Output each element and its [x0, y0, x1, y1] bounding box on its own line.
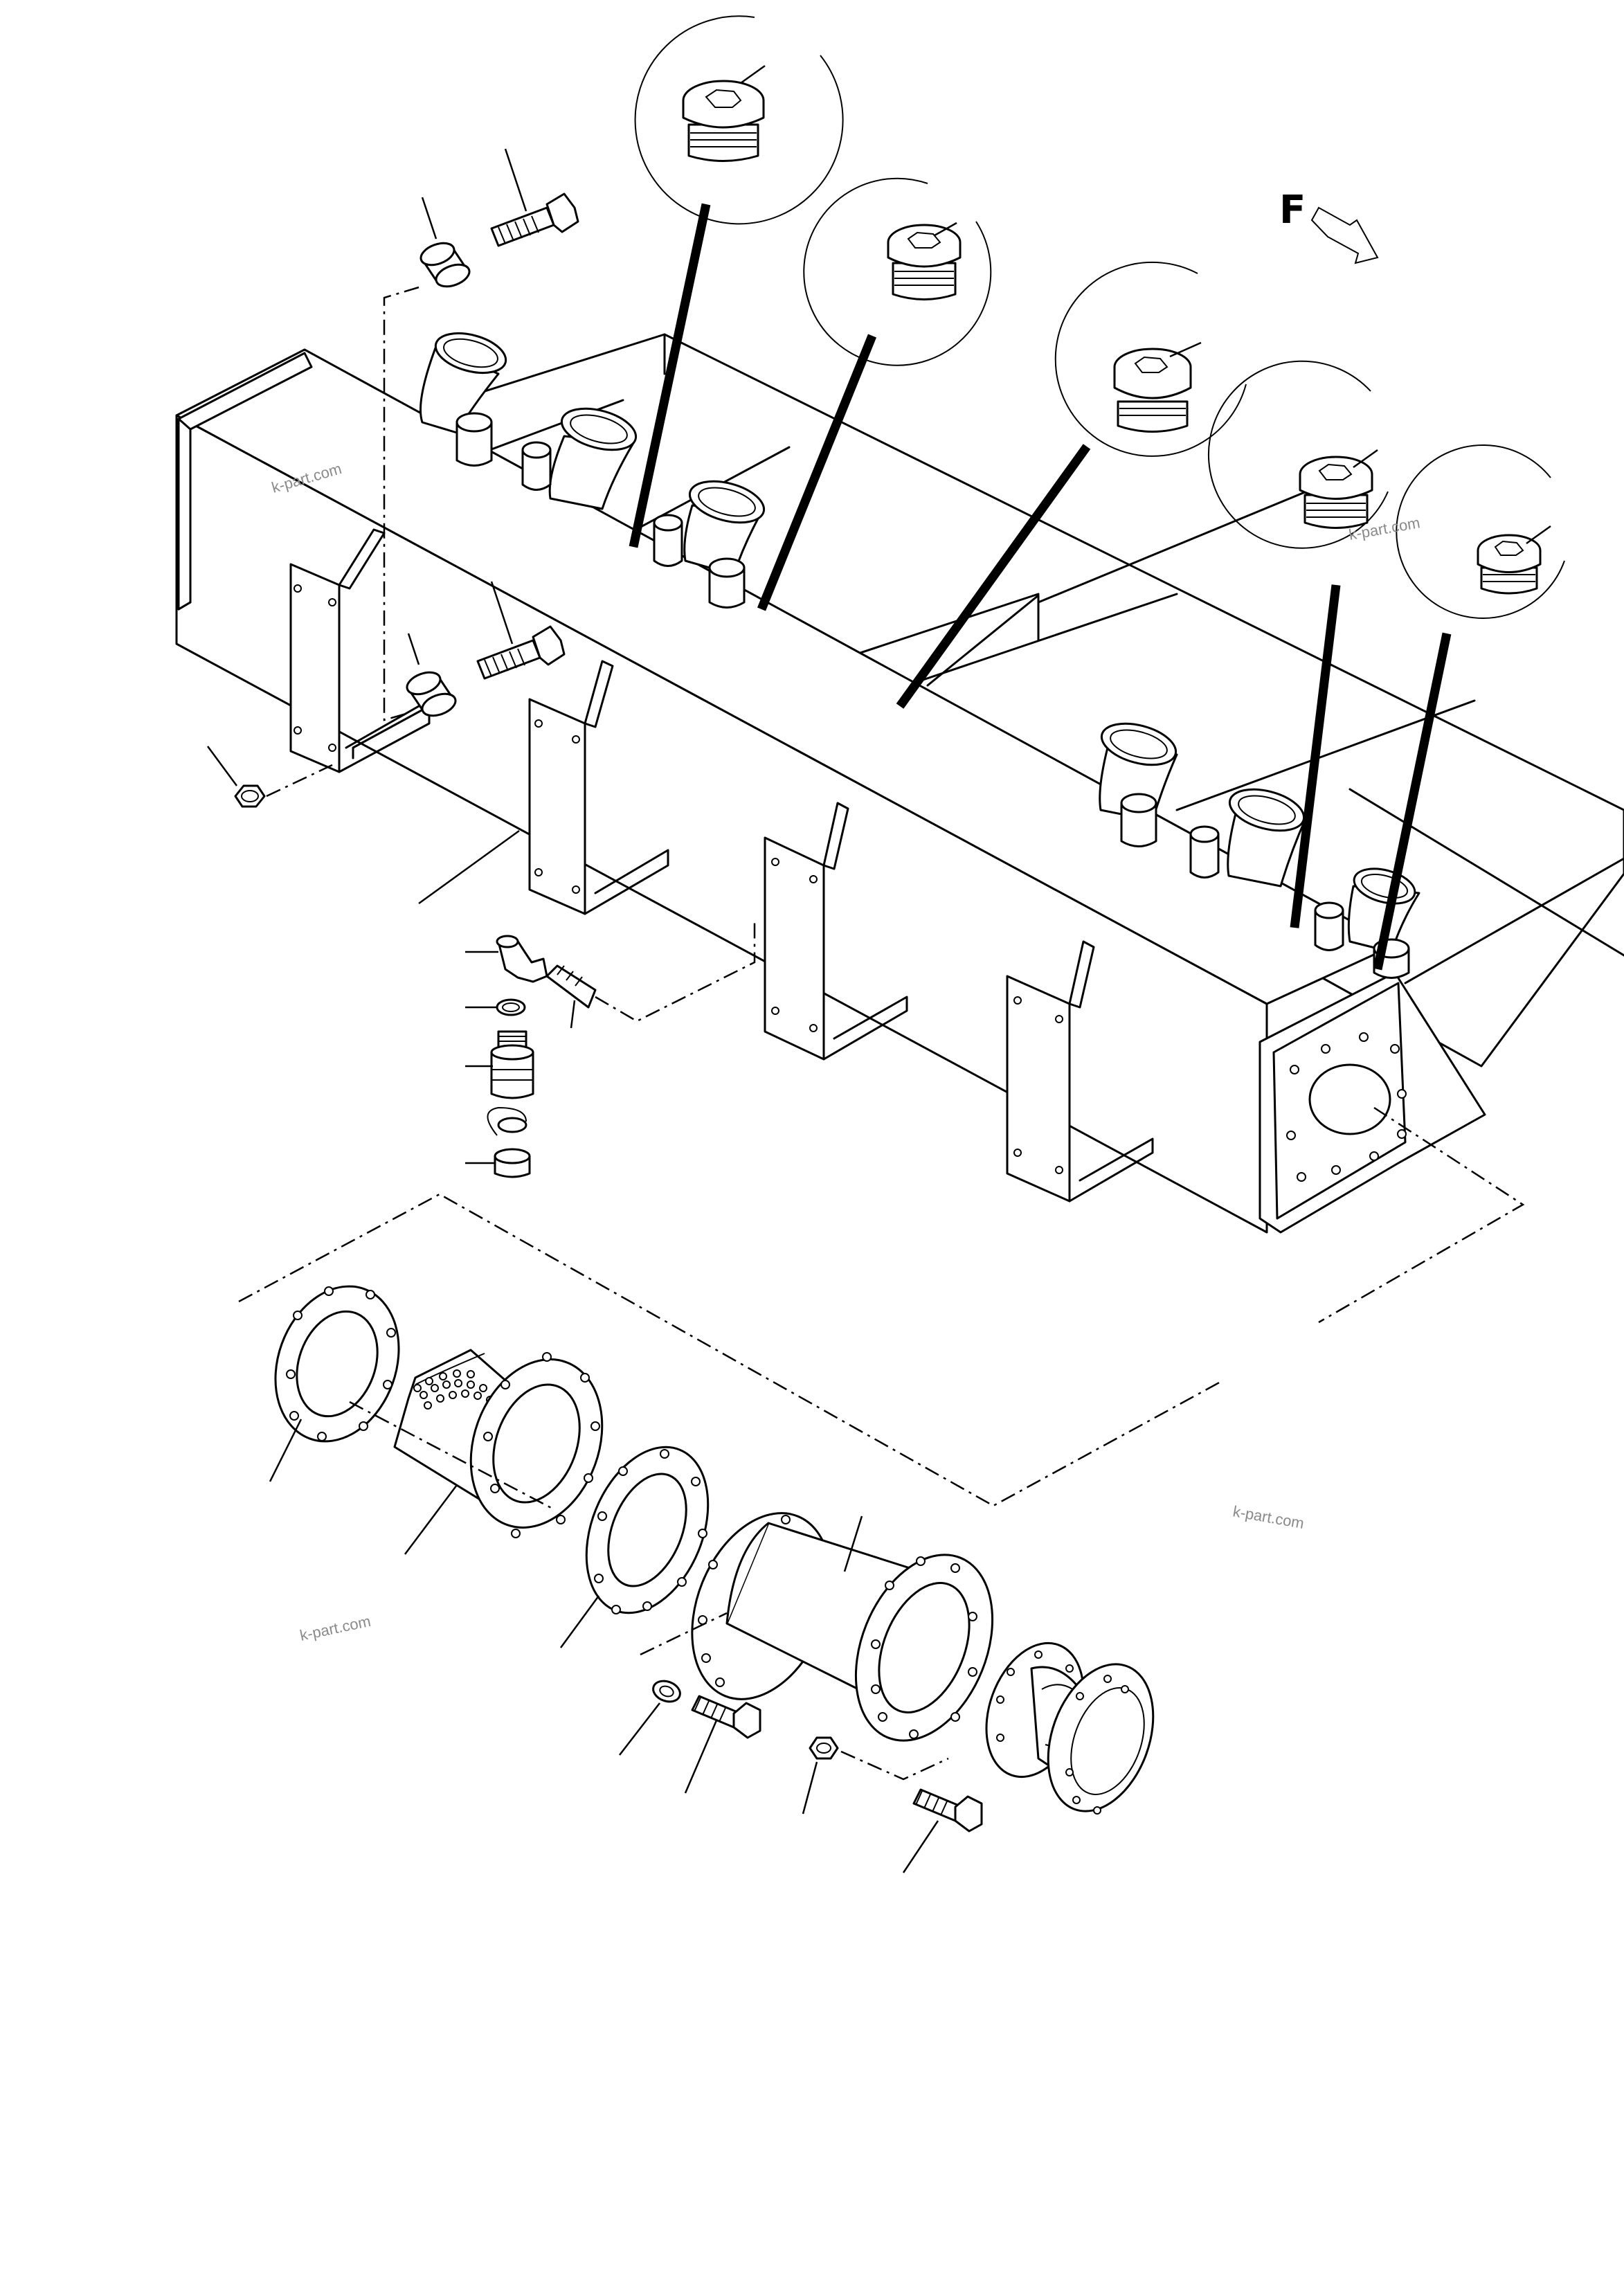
o-ring	[465, 998, 526, 1016]
detail-plug-2	[757, 177, 992, 611]
detail-plug-5	[1373, 444, 1565, 971]
watermark-3: k-part.com	[1231, 1502, 1306, 1532]
assembly-line-2	[1318, 1106, 1525, 1324]
lower-bolt-spacer-set	[406, 581, 566, 717]
pipe-stub-6	[1189, 825, 1220, 879]
gasket-2	[559, 1446, 710, 1648]
beam-leader-line	[418, 829, 520, 905]
pipe-stub-1	[455, 412, 493, 467]
spring-washer	[619, 1680, 681, 1756]
nipple-fitting	[545, 921, 756, 1029]
pipe-stub-3	[653, 514, 683, 567]
upper-spacer	[419, 197, 471, 288]
pipe-stub-2	[521, 441, 552, 491]
pipe-elbow-5	[1227, 788, 1306, 888]
upper-bolt-spacer-set	[419, 148, 579, 288]
detail-plug-1	[629, 15, 844, 548]
lower-bolt	[476, 581, 566, 680]
direction-indicator: F	[1279, 188, 1379, 264]
gasket-1	[269, 1285, 400, 1482]
strainer-perforations	[413, 1369, 494, 1410]
left-nut	[206, 746, 333, 808]
pipe-stub-4	[708, 557, 746, 609]
bracket-2	[528, 660, 669, 915]
flange-nut	[802, 1736, 949, 1815]
lower-fasteners	[619, 1680, 983, 1873]
watermark-4: k-part.com	[298, 1612, 372, 1644]
main-box-beam	[175, 333, 1624, 1234]
pipe-elbow-4	[1099, 722, 1178, 822]
direction-arrow-icon	[1310, 206, 1379, 264]
pipe-elbow-1	[419, 332, 507, 434]
pipe-elbow-2	[548, 407, 638, 510]
bracket-4	[1006, 940, 1154, 1203]
detail-plug-4	[1208, 360, 1389, 928]
grease-fitting-set	[465, 921, 756, 1178]
dust-cap	[465, 1106, 531, 1178]
assembly-line-1	[383, 286, 419, 721]
detail-plug-3	[896, 261, 1247, 709]
flange-bolt-1	[684, 1695, 761, 1794]
elbow-fitting	[465, 935, 548, 983]
extension-pipe	[640, 1512, 994, 1742]
strainer-cone	[349, 1349, 604, 1555]
flange-bolt-2	[902, 1788, 983, 1873]
adapter-fitting	[465, 1030, 534, 1099]
upper-bolt	[490, 148, 579, 247]
assembly-frame-line	[238, 1193, 1222, 1507]
flexible-coupling	[985, 1641, 1155, 1815]
direction-label: F	[1279, 188, 1306, 233]
pipe-stub-7	[1314, 901, 1344, 951]
lower-spacer	[406, 633, 457, 717]
pipe-stub-5	[1120, 793, 1157, 847]
bracket-3	[764, 802, 908, 1061]
